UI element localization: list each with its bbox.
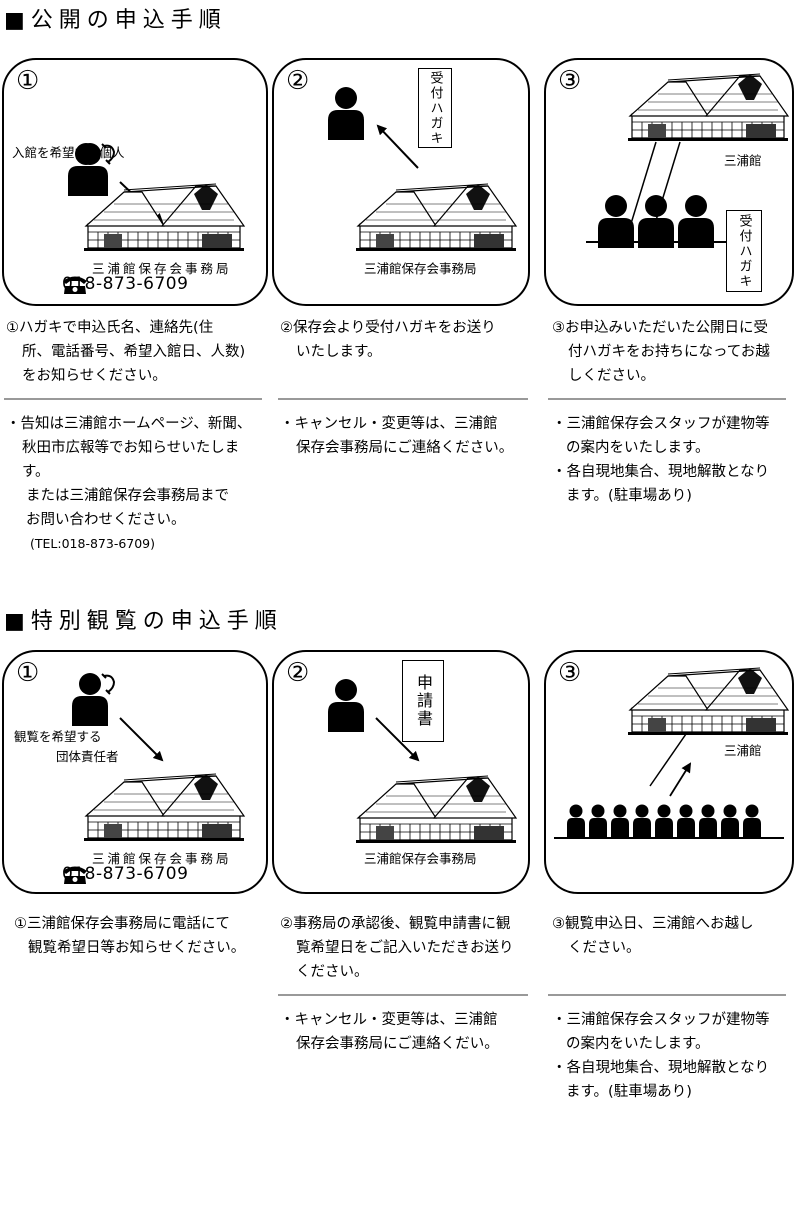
arrow-to-office (375, 717, 420, 762)
office-label: 三浦館保存会事務局 (92, 261, 232, 276)
phone-number: 018-873-6709 (62, 274, 189, 294)
farmhouse-icon (355, 775, 517, 844)
postcard-label: 受付ハガキ (427, 70, 443, 146)
person-icon (72, 673, 108, 726)
group-leader-label-1: 観覧を希望する (14, 729, 102, 744)
step-number: ② (286, 66, 310, 96)
public-panel-3-illustration (586, 73, 789, 248)
special-step-2-line-2: 覧希望日をご記入いただきお送り (296, 940, 514, 956)
farmhouse-icon (83, 773, 245, 842)
public-note-3-line-3: ・各自現地集合、現地解散となり (552, 464, 770, 480)
public-step-2-line-2: いたします。 (296, 344, 382, 360)
divider (278, 994, 528, 996)
special-note-2-line-2: 保存会事務局にご連絡くだい。 (296, 1036, 499, 1052)
divider (548, 398, 786, 400)
visitor-icon (638, 195, 674, 248)
handset-icon (101, 673, 115, 695)
public-panel-1: ① 入館を希望する個人 三浦館保存会事務局 018-873-6709 (2, 58, 268, 306)
office-label: 三浦館保存会事務局 (364, 851, 477, 866)
applicant-label: 入館を希望する個人 (12, 145, 125, 160)
reception-postcard: 受付ハガキ (726, 210, 762, 292)
public-step-3-line-2: 付ハガキをお持ちになってお越 (568, 344, 770, 360)
public-note-1-line-5: お問い合わせください。 (26, 512, 186, 528)
section-title-public: ■公開の申込手順 (4, 8, 227, 33)
public-note-1-line-2: 秋田市広報等でお知らせいたしま (22, 440, 240, 456)
arrow-to-person (376, 124, 419, 169)
public-note-1-line-1: ・告知は三浦館ホームページ、新聞、 (6, 416, 252, 432)
public-panel-1-illustration (68, 143, 245, 252)
farmhouse-icon (627, 73, 789, 142)
public-note-3-line-1: ・三浦館保存会スタッフが建物等 (552, 416, 770, 432)
special-step-1-line-1: ①三浦館保存会事務局に電話にて (14, 916, 230, 932)
public-step-1-line-3: をお知らせください。 (22, 368, 167, 384)
special-note-2-line-1: ・キャンセル・変更等は、三浦館 (280, 1012, 498, 1028)
office-label: 三浦館保存会事務局 (92, 851, 232, 866)
public-step-3-line-3: しください。 (568, 368, 655, 384)
special-note-3-line-2: の案内をいたします。 (566, 1036, 710, 1052)
special-panel-1: ① 観覧を希望する 団体責任者 三浦館保存会事務局 018-873-6709 (2, 650, 268, 894)
phone-row: 018-873-6709 (62, 274, 188, 294)
public-step-3-line-1: ③お申込みいただいた公開日に受 (552, 320, 768, 336)
divider (548, 994, 786, 996)
form-label: 申請書 (414, 674, 433, 728)
section-title-special: ■特別観覧の申込手順 (4, 609, 283, 634)
group-visitors (567, 804, 761, 838)
special-step-3-line-1: ③観覧申込日、三浦館へお越し (552, 916, 754, 932)
visitor-icon (598, 195, 634, 248)
visitor-icon (678, 195, 714, 248)
public-note-1-line-3: す。 (22, 464, 50, 480)
special-panel-1-illustration (72, 673, 245, 842)
special-panel-2-illustration (328, 679, 517, 844)
special-step-2-line-3: ください。 (296, 964, 369, 980)
step-number: ② (286, 658, 310, 688)
public-panel-2-illustration (328, 87, 517, 252)
public-step-2-line-1: ②保存会より受付ハガキをお送り (280, 320, 496, 336)
public-step-1-line-2: 所、電話番号、希望入館日、人数) (22, 344, 246, 360)
farmhouse-icon (355, 183, 517, 252)
public-panel-3: ③ 三浦館 受付ハガキ (544, 58, 794, 306)
special-panel-3: ③ 三浦館 (544, 650, 794, 894)
step-number: ① (16, 658, 40, 688)
office-label: 三浦館保存会事務局 (364, 261, 477, 276)
public-panel-2: ② 受付ハガキ 三浦館保存会事務局 (272, 58, 530, 306)
telephone-icon (63, 866, 87, 884)
building-label: 三浦館 (724, 743, 762, 758)
public-note-3-line-2: の案内をいたします。 (566, 440, 710, 456)
application-form: 申請書 (402, 660, 444, 742)
special-note-3-line-1: ・三浦館保存会スタッフが建物等 (552, 1012, 770, 1028)
special-note-3-line-4: ます。(駐車場あり) (566, 1084, 692, 1100)
step-number: ① (16, 66, 40, 96)
step-number: ③ (558, 66, 582, 96)
phone-number: 018-873-6709 (62, 864, 189, 884)
arrow-to-office (119, 717, 164, 762)
public-step-1-line-1: ①ハガキで申込氏名、連絡先(住 (6, 320, 214, 336)
public-note-1-line-4: または三浦館保存会事務局まで (26, 488, 229, 504)
special-step-3-line-2: ください。 (568, 940, 641, 956)
reception-postcard: 受付ハガキ (418, 68, 452, 148)
public-note-2-line-2: 保存会事務局にご連絡ください。 (296, 440, 514, 456)
farmhouse-icon (627, 667, 789, 736)
special-panel-2: ② 申請書 三浦館保存会事務局 (272, 650, 530, 894)
person-icon (328, 87, 364, 140)
person-icon (328, 679, 364, 732)
divider (278, 398, 528, 400)
special-step-1-line-2: 観覧希望日等お知らせください。 (28, 940, 246, 956)
public-note-1-tel: (TEL:018-873-6709) (30, 536, 156, 551)
group-leader-label-2: 団体責任者 (56, 749, 119, 764)
special-panel-3-illustration (554, 667, 789, 839)
postcard-label: 受付ハガキ (736, 213, 752, 289)
public-note-3-line-4: ます。(駐車場あり) (566, 488, 692, 504)
special-note-3-line-3: ・各自現地集合、現地解散となり (552, 1060, 770, 1076)
telephone-icon (63, 276, 87, 294)
public-note-2-line-1: ・キャンセル・変更等は、三浦館 (280, 416, 498, 432)
building-label: 三浦館 (724, 153, 762, 168)
special-step-2-line-1: ②事務局の承認後、観覧申請書に観 (280, 916, 511, 932)
step-number: ③ (558, 658, 582, 688)
divider (4, 398, 262, 400)
phone-row: 018-873-6709 (62, 864, 188, 884)
